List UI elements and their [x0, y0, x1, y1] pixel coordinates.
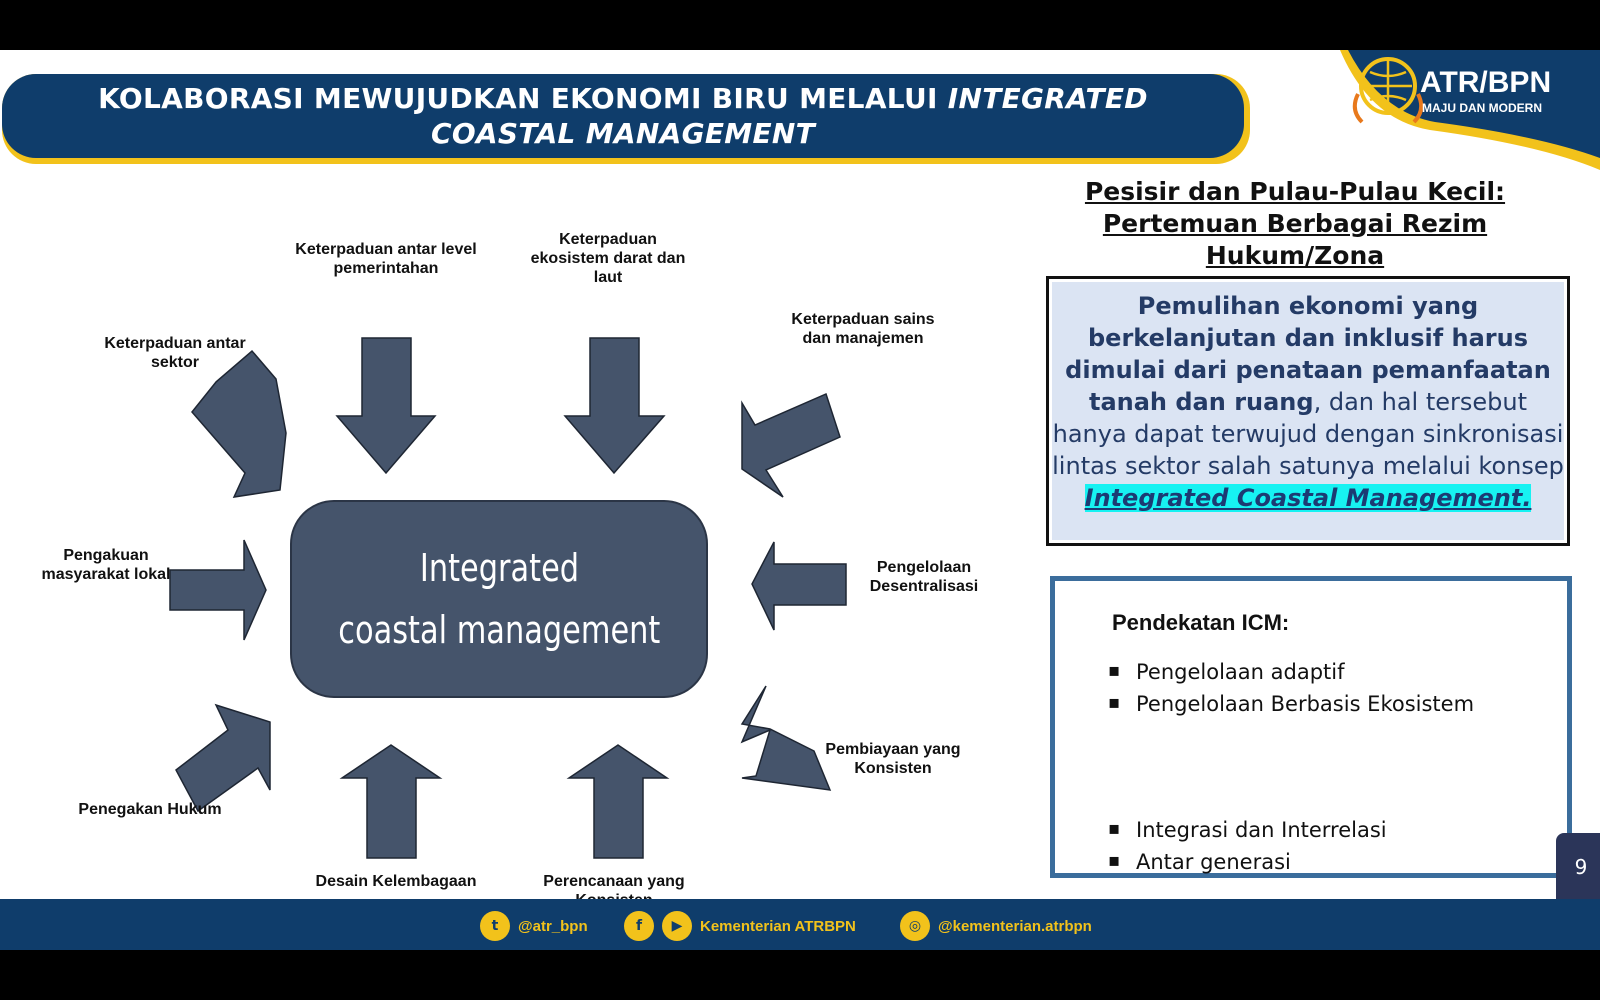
icm-center-box: Integrated coastal management: [290, 500, 708, 698]
label-antar-sektor: Keterpaduan antar sektor: [104, 335, 246, 371]
arrow-up-left: [339, 744, 443, 859]
center-line-1: Integrated: [419, 546, 579, 590]
quote-box: Pemulihan ekonomi yang berkelanjutan dan…: [1046, 276, 1570, 546]
bottom-letterbox: [0, 950, 1600, 1000]
arrow-down-right: [563, 337, 666, 475]
quote-text: Pemulihan ekonomi yang berkelanjutan dan…: [1052, 282, 1564, 540]
presentation-slide: KOLABORASI MEWUJUDKAN EKONOMI BIRU MELAL…: [0, 50, 1600, 950]
facebook-icon: f: [624, 911, 654, 941]
center-line-2: coastal management: [337, 608, 661, 652]
logo-name: ATR/BPN: [1420, 66, 1551, 99]
arrow-diag-top-left: [191, 349, 287, 498]
icm-approach-title: Pendekatan ICM:: [1112, 610, 1290, 635]
twitter-icon: t: [480, 911, 510, 941]
footer-facebook-youtube[interactable]: f ▶ Kementerian ATRBPN: [624, 911, 856, 941]
icm-highlight: Integrated Coastal Management.: [1084, 484, 1532, 512]
arrow-left-right-side: [751, 541, 847, 631]
arrow-diag-top-right: [741, 392, 841, 498]
instagram-icon: ◎: [900, 911, 930, 941]
arrow-up-right: [566, 744, 670, 859]
top-letterbox: [0, 0, 1600, 50]
label-hukum: Penegakan Hukum: [78, 801, 222, 818]
label-masyarakat: Pengakuan masyarakat lokal: [41, 547, 171, 583]
icm-diagram: Integrated coastal management Keterpadua…: [0, 170, 1020, 950]
arrow-diag-bottom-right: [740, 685, 832, 791]
label-desentralisasi: Pengelolaan Desentralisasi: [869, 559, 979, 595]
footer-instagram[interactable]: ◎ @kementerian.atrbpn: [900, 911, 1092, 941]
social-footer: t @atr_bpn f ▶ Kementerian ATRBPN ◎ @kem…: [0, 899, 1600, 950]
youtube-icon: ▶: [662, 911, 692, 941]
label-pembiayaan: Pembiayaan yang Konsisten: [825, 741, 961, 777]
label-antar-level: Keterpaduan antar level pemerintahan: [295, 241, 477, 277]
arrow-diag-bottom-left: [175, 703, 271, 813]
list-item: Pengelolaan adaptif: [1108, 660, 1344, 684]
title-banner: KOLABORASI MEWUJUDKAN EKONOMI BIRU MELAL…: [2, 74, 1250, 164]
list-item: Pengelolaan Berbasis Ekosistem: [1108, 692, 1474, 716]
footer-twitter[interactable]: t @atr_bpn: [480, 911, 588, 941]
section-heading: Pesisir dan Pulau-Pulau Kecil: Pertemuan…: [1084, 177, 1506, 270]
label-sains: Keterpaduan sains dan manajemen: [791, 311, 935, 347]
arrow-down-left: [335, 337, 437, 475]
arrows-layer: [169, 337, 847, 859]
label-ekosistem: Keterpaduan ekosistem darat dan laut: [530, 231, 686, 286]
list-item: Integrasi dan Interrelasi: [1108, 818, 1387, 842]
list-item: Antar generasi: [1108, 850, 1291, 874]
page-number: 9: [1556, 833, 1600, 901]
logo-tagline: MAJU DAN MODERN: [1422, 101, 1542, 115]
atr-bpn-logo: ATR/BPN MAJU DAN MODERN: [1340, 50, 1600, 175]
label-kelembagaan: Desain Kelembagaan: [315, 873, 477, 890]
slide-title: KOLABORASI MEWUJUDKAN EKONOMI BIRU MELAL…: [98, 82, 1148, 150]
arrow-right-left-side: [169, 539, 267, 641]
